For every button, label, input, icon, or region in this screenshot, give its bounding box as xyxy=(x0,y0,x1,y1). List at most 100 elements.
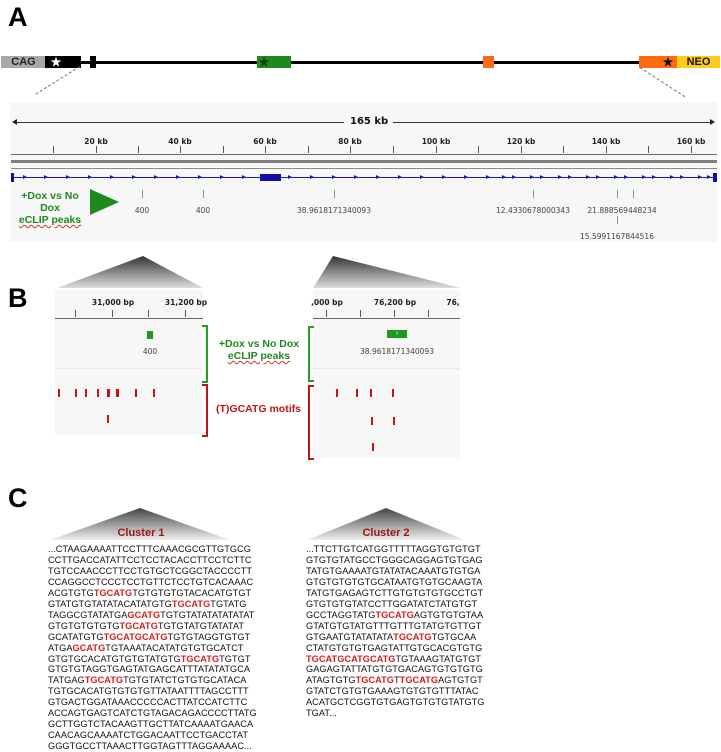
span-label: 165 kb xyxy=(350,116,389,127)
tick xyxy=(648,146,649,153)
sequence-line: TAGGCGTATATGAGCATGTGTGTATATATATATAT xyxy=(48,610,257,621)
sequence-text: ATAGTGTG xyxy=(306,675,356,686)
motif-highlight: TGCATG xyxy=(84,675,124,686)
arrow-left-icon xyxy=(12,119,17,125)
sequence-line: ATGAGCATGTGTAAATACATATGTGTGCATCT xyxy=(48,643,257,654)
tick-label: 160 kb xyxy=(676,137,706,146)
sequence-text: TAGGCGTATATGA xyxy=(48,609,128,620)
sequence-line: GTGTGTGTGTGCATAATGTGTGCAAGTA xyxy=(306,577,485,588)
sequence-line: ...CTAAGAAAATTCCTTTCAAACGCGTTGTGCG xyxy=(48,544,257,555)
eclip-label-line2: eCLIP peaks xyxy=(227,350,291,362)
motif-highlight: TGCATG xyxy=(399,675,439,686)
sequence-text: TGTGTATATATATATAT xyxy=(160,609,255,620)
cluster2-triangle xyxy=(307,508,465,540)
bracket-motif-right xyxy=(308,385,314,460)
sequence-line: ACGTGTGTGCATGTGTGTGTGTACACATGTGT xyxy=(48,588,257,599)
tick xyxy=(112,310,113,317)
sequence-line: GTGTGTATGCCTGGGCAGGAGTGTGAG xyxy=(306,555,485,566)
sequence-text: GTGTGTATGCCTGGGCAGGAGTGTGAG xyxy=(306,554,483,565)
cluster1-triangle xyxy=(50,508,230,540)
sequence-line: ACATGCTCGGTGTGAGTGTGTGTATGTG xyxy=(306,697,485,708)
neo-label: NEO xyxy=(686,56,711,68)
sequence-line: GTGTGTGTGTGTGCATGTGTGTATGTATATAT xyxy=(48,621,257,632)
sequence-text: ACGTGTG xyxy=(48,587,94,598)
motif-highlight: TGCATG xyxy=(375,609,414,620)
tick xyxy=(180,146,181,153)
tick-label: 76,200 bp xyxy=(373,298,417,307)
tick xyxy=(563,146,564,153)
sequence-text: GCCTAGGTATG xyxy=(306,609,376,620)
sequence-text: TGTGTATCTGTGTGCATACA xyxy=(123,675,247,686)
sequence-text: TGTGTAGGTGTGT xyxy=(167,631,251,642)
motif-highlight: TGCATG xyxy=(171,598,211,609)
sequence-text: CCTTGACCATATTCCTCCTACACCTTCCTCTTC xyxy=(48,554,252,565)
eclip-track-label: +Dox vs No Dox eCLIP peaks xyxy=(10,190,90,226)
ruler: ,000 bp 76,200 bp 76, xyxy=(311,290,460,320)
tick xyxy=(308,146,309,153)
tick xyxy=(393,146,394,153)
exon-2 xyxy=(90,56,96,68)
bracket-eclip-left xyxy=(202,325,208,383)
tick xyxy=(436,146,437,153)
sequence-text: CTATGTGTGTGAGTATTGTGCACGTGTG xyxy=(306,642,483,653)
sequence-text: GTATCTGTGTGAAAGTGTGTGTTTATAC xyxy=(306,686,479,697)
ruler: 31,000 bp 31,200 bp xyxy=(55,290,207,320)
tick xyxy=(691,146,692,153)
tick xyxy=(138,146,139,153)
motif-highlight: TGCATG xyxy=(180,653,220,664)
span-line-right xyxy=(393,122,711,123)
tick xyxy=(428,310,429,317)
ruler-axis xyxy=(313,318,460,319)
sequence-line: GCATATGTGTGCATGCATGTGTGTAGGTGTGT xyxy=(48,632,257,643)
exon-orange-small xyxy=(483,56,494,68)
eclip-peak xyxy=(617,216,618,224)
igv-overview-panel: 165 kb 20 kb 40 kb 60 kb 80 kb 100 kb 12… xyxy=(10,102,717,242)
sequence-text: GTATGTGTATGTTTGTTTGTATGTGTTGT xyxy=(306,620,482,631)
sequence-text: CAACAGCAAAATCTGGACAATTCCTGACCTAT xyxy=(48,730,248,741)
motif-highlight: TGCATG xyxy=(393,631,432,642)
tick-label: 76, xyxy=(446,298,460,307)
sequence-text: TATGTGAAAATGTATATACAAATGTGTGA xyxy=(306,565,481,576)
tick-label: 31,200 bp xyxy=(164,298,208,307)
sequence-line: GTGTGTGTATCCTTGGATATCTATGTGT xyxy=(306,599,485,610)
sequence-text: TGTAAAGTATGTGT xyxy=(395,653,481,664)
tick xyxy=(185,310,186,317)
tick-label: 20 kb xyxy=(84,137,108,146)
eclip-label-line2: eCLIP peaks xyxy=(18,214,82,226)
eclip-peak xyxy=(633,190,634,198)
motif-highlight: GCATG xyxy=(127,609,161,620)
tick-label: 140 kb xyxy=(591,137,621,146)
panel-label-c: C xyxy=(8,483,28,513)
sequence-line: TGTGCACATGTGTGTGTTATAATTTTAGCCTTT xyxy=(48,686,257,697)
tick xyxy=(521,146,522,153)
tick-label: 100 kb xyxy=(421,137,451,146)
neo-cassette: NEO xyxy=(677,56,720,68)
sequence-line: ATAGTGTGTGCATGTTGCATGAGTGTGT xyxy=(306,675,485,686)
panel-label-a: A xyxy=(8,2,28,32)
eclip-peak-block: › xyxy=(387,330,407,338)
ruler-axis xyxy=(11,154,717,155)
sequence-line: GGGTGCCTTAAACTTGGTAGTTTAGGAAAAC... xyxy=(48,741,257,752)
tick-label: 80 kb xyxy=(338,137,362,146)
sequence-text: GTGTGTGTATCCTTGGATATCTATGTGT xyxy=(306,598,478,609)
sequence-text: AGTGTGTGTAA xyxy=(413,609,484,620)
sequence-text: TGTGTATGTATATAT xyxy=(157,620,245,631)
sequence-line: GTGTGTAGGTGAGTATGAGCATTTATATATGCA xyxy=(48,664,257,675)
eclip-peak-block xyxy=(147,331,153,339)
cag-promoter: CAG xyxy=(1,56,46,68)
sequence-text: AGTGTGT xyxy=(438,675,483,686)
sequence-text: GCATATGTG xyxy=(48,631,104,642)
sequence-text: ATGA xyxy=(48,642,73,653)
sequence-line: GTGAATGTATATATATGCATGTGTGCAA xyxy=(306,632,485,643)
tick xyxy=(75,310,76,317)
sequence-line: TGAT... xyxy=(306,708,485,719)
peak-value: 38.9618171340093 xyxy=(297,206,371,215)
sequence-text: GAGAGTATTATGTGTGACAGTGTGTGTG xyxy=(306,664,483,675)
peak-value: 400 xyxy=(142,347,158,356)
sequence-text: GCTTGGTCTACAAGTTGCTTATCAAAATGAACA xyxy=(48,719,254,730)
sequence-line: CCAGGCCTCCCTCCTGTTCTCCTGTCACAAAC xyxy=(48,577,257,588)
sequence-line: TGTCCAACCCTTCCTGTGCTCGGCTACCCCTT xyxy=(48,566,257,577)
bracket-motif-left xyxy=(202,384,208,437)
tick xyxy=(350,146,351,153)
